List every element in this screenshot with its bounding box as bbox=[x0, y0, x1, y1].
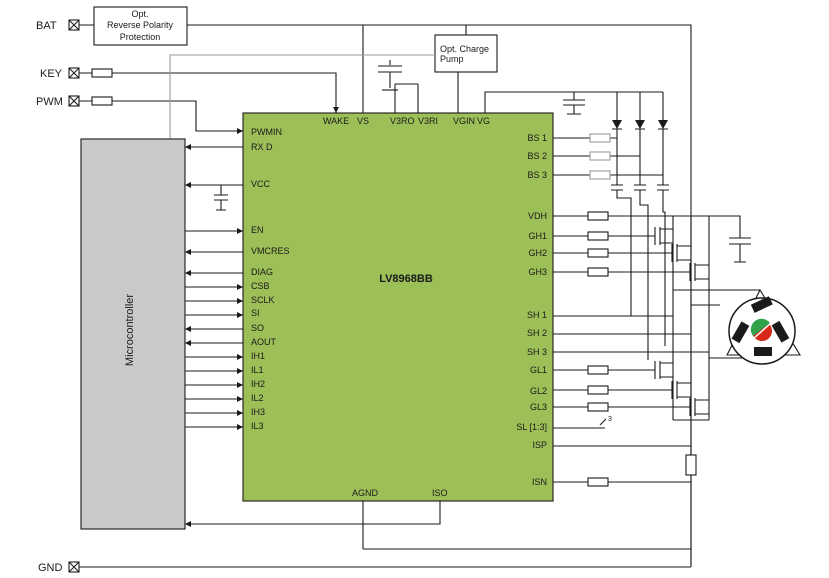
pin-en: EN bbox=[251, 225, 264, 235]
ic-name: LV8968BB bbox=[379, 273, 433, 285]
motor-winding-d bbox=[754, 347, 772, 356]
pin-wake: WAKE bbox=[323, 116, 349, 126]
mosfet-bridge bbox=[631, 216, 780, 455]
pin-vg: VG bbox=[477, 116, 490, 126]
pin-so: SO bbox=[251, 323, 264, 333]
reverse-polarity-line-3: Protection bbox=[120, 32, 161, 42]
charge-pump-block: Opt. Charge Pump bbox=[434, 34, 498, 73]
phase-sense-lines: 3 bbox=[553, 315, 691, 447]
terminal-bat-label: BAT bbox=[36, 20, 57, 32]
terminal-key-cross bbox=[68, 67, 80, 79]
reverse-polarity-line-2: Reverse Polarity bbox=[107, 20, 174, 30]
pin-gl2: GL2 bbox=[530, 386, 547, 396]
pin-isn: ISN bbox=[532, 477, 547, 487]
motor-winding-b bbox=[731, 321, 750, 344]
iso-arrow bbox=[185, 521, 191, 527]
pin-v3ri: V3RI bbox=[418, 116, 438, 126]
pin-gl3: GL3 bbox=[530, 402, 547, 412]
pin-vdh: VDH bbox=[528, 211, 547, 221]
motor-rotor-axis bbox=[752, 322, 772, 340]
terminal-gnd-label: GND bbox=[38, 562, 63, 574]
sl-bus-width: 3 bbox=[608, 416, 612, 423]
terminal-gnd-cross bbox=[68, 561, 80, 573]
pin-il3: IL3 bbox=[251, 421, 264, 431]
key-wire bbox=[79, 72, 337, 113]
reverse-polarity-block: Opt. Reverse Polarity Protection bbox=[93, 6, 188, 46]
microcontroller-body bbox=[80, 138, 186, 530]
pin-aout: AOUT bbox=[251, 337, 277, 347]
terminal-bat-cross bbox=[68, 19, 80, 31]
terminal-bat: BAT bbox=[36, 19, 80, 32]
pin-gh1: GH1 bbox=[528, 231, 547, 241]
reverse-polarity-line-1: Opt. bbox=[131, 9, 148, 19]
motor-winding-a bbox=[750, 296, 773, 313]
ic-lv8968bb: LV8968BB WAKE VS V3RO V3RI VGIN VG AGND … bbox=[242, 112, 554, 502]
pin-bs1: BS 1 bbox=[527, 133, 547, 143]
pin-gh2: GH2 bbox=[528, 248, 547, 258]
pin-vgin: VGIN bbox=[453, 116, 475, 126]
pin-sclk: SCLK bbox=[251, 295, 275, 305]
pin-pwmin: PWMIN bbox=[251, 127, 282, 137]
pin-sh3: SH 3 bbox=[527, 347, 547, 357]
v3-capacitor bbox=[378, 60, 419, 113]
mcu-ic-signals bbox=[185, 144, 243, 430]
mcu-supply-wire bbox=[169, 54, 435, 140]
motor-winding-c bbox=[771, 320, 790, 343]
vdh-capacitor bbox=[691, 215, 751, 263]
microcontroller-label: Microcontroller bbox=[124, 294, 136, 366]
bootstrap-resistors bbox=[553, 133, 663, 180]
pin-iso: ISO bbox=[432, 488, 448, 498]
vg-capacitor bbox=[563, 92, 585, 115]
microcontroller-block: Microcontroller bbox=[80, 138, 186, 530]
pin-vcc: VCC bbox=[251, 179, 271, 189]
pin-ih1: IH1 bbox=[251, 351, 265, 361]
pin-diag: DIAG bbox=[251, 267, 273, 277]
pin-ih3: IH3 bbox=[251, 407, 265, 417]
pin-rxd: RX D bbox=[251, 142, 273, 152]
pin-sh1: SH 1 bbox=[527, 310, 547, 320]
pin-bs2: BS 2 bbox=[527, 151, 547, 161]
pin-isp: ISP bbox=[532, 440, 547, 450]
pwm-wire bbox=[79, 100, 243, 132]
bootstrap-diodes bbox=[611, 92, 669, 360]
motor-rotor-green bbox=[750, 318, 770, 336]
charge-pump-line-1: Opt. Charge bbox=[440, 44, 489, 54]
pin-bs3: BS 3 bbox=[527, 170, 547, 180]
pin-gh3: GH3 bbox=[528, 267, 547, 277]
pin-il1: IL1 bbox=[251, 365, 264, 375]
key-resistor bbox=[91, 68, 113, 78]
terminal-pwm-cross bbox=[68, 95, 80, 107]
pin-ih2: IH2 bbox=[251, 379, 265, 389]
pin-sh2: SH 2 bbox=[527, 328, 547, 338]
terminal-pwm-label: PWM bbox=[36, 96, 63, 108]
terminal-key: KEY bbox=[40, 67, 80, 80]
pin-csb: CSB bbox=[251, 281, 270, 291]
shunt-resistor bbox=[685, 454, 697, 476]
ic-body bbox=[242, 112, 554, 502]
motor-symbol bbox=[726, 288, 801, 365]
pin-v3ro: V3RO bbox=[390, 116, 415, 126]
key-arrow bbox=[333, 107, 339, 113]
pin-vmcres: VMCRES bbox=[251, 246, 290, 256]
terminal-pwm: PWM bbox=[36, 95, 80, 108]
pin-il2: IL2 bbox=[251, 393, 264, 403]
gate-resistors bbox=[553, 211, 691, 487]
pin-sl: SL [1:3] bbox=[516, 422, 547, 432]
terminal-key-label: KEY bbox=[40, 68, 63, 80]
pin-gl1: GL1 bbox=[530, 365, 547, 375]
pin-agnd: AGND bbox=[352, 488, 379, 498]
terminal-gnd: GND bbox=[38, 561, 80, 574]
pin-vs: VS bbox=[357, 116, 369, 126]
pin-si: SI bbox=[251, 308, 260, 318]
pwmin-arrow bbox=[237, 128, 243, 134]
pwm-resistor bbox=[91, 96, 113, 106]
charge-pump-line-2: Pump bbox=[440, 54, 464, 64]
iso-wire bbox=[185, 501, 441, 525]
vg-wire bbox=[484, 91, 663, 113]
